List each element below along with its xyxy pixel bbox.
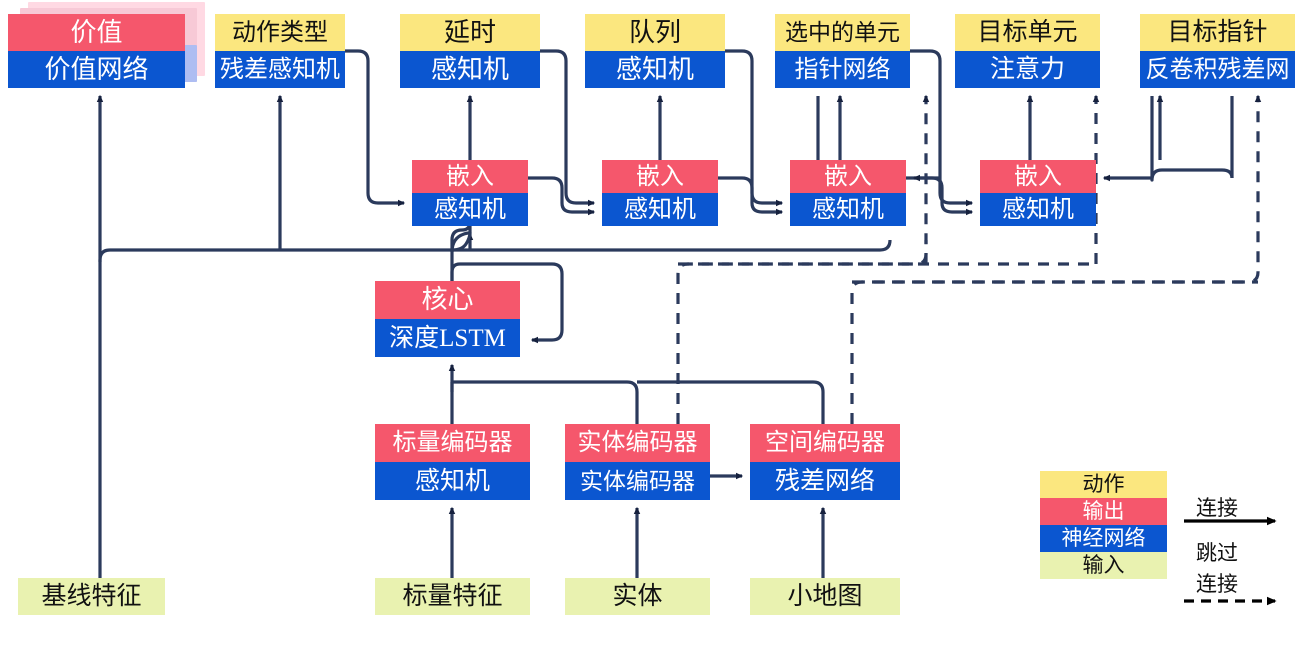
legend-swatch-output: 输出 bbox=[1040, 498, 1167, 525]
node-entity-encoder[interactable]: 实体编码器 实体编码器 bbox=[565, 424, 710, 500]
wire-delay-to-embed2 bbox=[540, 49, 596, 207]
node-embed-3[interactable]: 嵌入 感知机 bbox=[790, 160, 906, 226]
node-core-subtitle: 深度LSTM bbox=[375, 319, 520, 357]
node-selected-units-title: 选中的单元 bbox=[775, 14, 910, 51]
skip-entity-encoder-to-selected-units bbox=[676, 94, 930, 424]
wire-spatial-encoder-to-bus bbox=[637, 380, 825, 424]
node-target-unit-subtitle: 注意力 bbox=[955, 51, 1100, 88]
node-embed-3-title: 嵌入 bbox=[790, 160, 906, 193]
legend-skip-label-line1: 跳过 bbox=[1196, 541, 1238, 565]
node-scalar-encoder-subtitle: 感知机 bbox=[375, 462, 530, 500]
legend-skip-label-line2: 连接 bbox=[1196, 572, 1238, 596]
wire-core-recurrent-loop bbox=[450, 262, 564, 344]
node-embed-4-subtitle: 感知机 bbox=[980, 193, 1096, 226]
node-embed-4-title: 嵌入 bbox=[980, 160, 1096, 193]
node-baseline-features-label: 基线特征 bbox=[18, 578, 165, 615]
node-spatial-encoder[interactable]: 空间编码器 残差网络 bbox=[750, 424, 900, 500]
wire-queue-to-embed3 bbox=[725, 49, 784, 207]
node-embed-4[interactable]: 嵌入 感知机 bbox=[980, 160, 1096, 226]
node-core[interactable]: 核心 深度LSTM bbox=[375, 281, 520, 357]
wire-embed1-to-embed2 bbox=[528, 176, 596, 216]
legend-swatch-input: 输入 bbox=[1040, 552, 1167, 579]
node-scalar-encoder[interactable]: 标量编码器 感知机 bbox=[375, 424, 530, 500]
node-embed-1[interactable]: 嵌入 感知机 bbox=[412, 160, 528, 226]
node-embed-2-title: 嵌入 bbox=[602, 160, 718, 193]
wire-selected-units-to-embed4 bbox=[910, 49, 974, 207]
wire-entity-encoder-to-bus bbox=[452, 380, 639, 424]
skip-spatial-encoder-to-target-point bbox=[850, 94, 1262, 424]
node-value[interactable]: 价值 价值网络 bbox=[8, 14, 185, 88]
node-queue-title: 队列 bbox=[585, 14, 725, 51]
node-value-title: 价值 bbox=[8, 14, 185, 51]
wire-core-bus-right bbox=[452, 239, 892, 252]
node-target-unit[interactable]: 目标单元 注意力 bbox=[955, 14, 1100, 88]
node-scalar-features[interactable]: 标量特征 bbox=[375, 578, 530, 615]
node-target-point[interactable]: 目标指针 反卷积残差网 bbox=[1140, 14, 1295, 88]
legend-swatch-action: 动作 bbox=[1040, 471, 1167, 498]
node-entity-encoder-title: 实体编码器 bbox=[565, 424, 710, 462]
node-scalar-features-label: 标量特征 bbox=[375, 578, 530, 615]
legend-connection-label: 连接 bbox=[1196, 496, 1238, 520]
node-entities[interactable]: 实体 bbox=[565, 578, 710, 615]
node-selected-units[interactable]: 选中的单元 指针网络 bbox=[775, 14, 910, 88]
skip-connections bbox=[676, 94, 1262, 424]
node-target-unit-title: 目标单元 bbox=[955, 14, 1100, 51]
node-embed-1-title: 嵌入 bbox=[412, 160, 528, 193]
node-scalar-encoder-title: 标量编码器 bbox=[375, 424, 530, 462]
node-queue[interactable]: 队列 感知机 bbox=[585, 14, 725, 88]
node-spatial-encoder-title: 空间编码器 bbox=[750, 424, 900, 462]
node-delay[interactable]: 延时 感知机 bbox=[400, 14, 540, 88]
node-minimap[interactable]: 小地图 bbox=[750, 578, 900, 615]
node-baseline-features[interactable]: 基线特征 bbox=[18, 578, 165, 615]
node-entity-encoder-subtitle: 实体编码器 bbox=[565, 462, 710, 500]
legend-swatches: 动作 输出 神经网络 输入 bbox=[1040, 471, 1167, 579]
node-target-point-subtitle: 反卷积残差网 bbox=[1140, 51, 1295, 88]
wire-embed2-to-embed3 bbox=[718, 176, 784, 216]
node-embed-1-subtitle: 感知机 bbox=[412, 193, 528, 226]
node-target-point-title: 目标指针 bbox=[1140, 14, 1295, 51]
wire-core-embed1-join bbox=[451, 231, 472, 252]
node-delay-title: 延时 bbox=[400, 14, 540, 51]
legend-arrows bbox=[1184, 516, 1277, 606]
node-action-type-subtitle: 残差感知机 bbox=[215, 51, 345, 88]
node-selected-units-subtitle: 指针网络 bbox=[775, 51, 910, 88]
node-action-type-title: 动作类型 bbox=[215, 14, 345, 51]
wire-target-point-to-embed4 bbox=[1102, 168, 1234, 182]
node-action-type[interactable]: 动作类型 残差感知机 bbox=[215, 14, 345, 88]
node-value-subtitle: 价值网络 bbox=[8, 51, 185, 88]
solid-connections bbox=[96, 49, 1234, 578]
wire-action-type-to-embed1 bbox=[345, 49, 406, 207]
node-spatial-encoder-subtitle: 残差网络 bbox=[750, 462, 900, 500]
node-embed-2[interactable]: 嵌入 感知机 bbox=[602, 160, 718, 226]
node-embed-2-subtitle: 感知机 bbox=[602, 193, 718, 226]
node-delay-subtitle: 感知机 bbox=[400, 51, 540, 88]
node-embed-3-subtitle: 感知机 bbox=[790, 193, 906, 226]
node-minimap-label: 小地图 bbox=[750, 578, 900, 615]
node-queue-subtitle: 感知机 bbox=[585, 51, 725, 88]
node-entities-label: 实体 bbox=[565, 578, 710, 615]
legend-swatch-network: 神经网络 bbox=[1040, 525, 1167, 552]
node-core-title: 核心 bbox=[375, 281, 520, 319]
